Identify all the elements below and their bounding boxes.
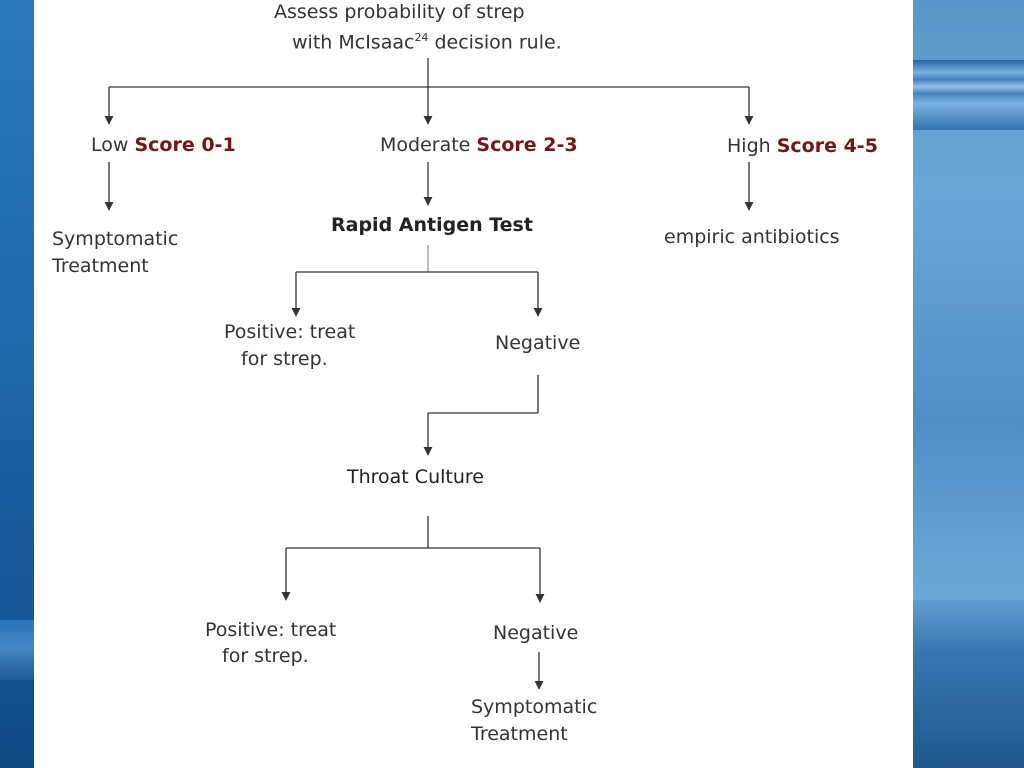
throat-culture: Throat Culture — [347, 466, 484, 488]
branch-low: Low Score 0-1 — [91, 133, 236, 157]
branch-moderate-score: Score 2-3 — [476, 134, 578, 156]
low-outcome-line2: Treatment — [52, 255, 149, 277]
branch-high-label: High — [727, 135, 777, 157]
high-outcome: empiric antibiotics — [664, 226, 840, 248]
slide-canvas — [34, 0, 913, 768]
culture-positive-line2: for strep. — [222, 645, 309, 667]
left-blue-frame — [0, 0, 34, 768]
rapid-negative: Negative — [495, 332, 581, 354]
branch-low-score: Score 0-1 — [134, 134, 236, 156]
right-blue-frame — [913, 0, 1024, 768]
root-line2-suffix: decision rule. — [428, 31, 562, 54]
root-node-line1: Assess probability of strep — [274, 0, 525, 24]
final-outcome-line2: Treatment — [471, 723, 568, 745]
rapid-positive-line1: Positive: treat — [224, 321, 356, 343]
rapid-antigen-test: Rapid Antigen Test — [331, 214, 533, 236]
branch-high-score: Score 4-5 — [776, 135, 878, 157]
root-line1-text: Assess probability of strep — [274, 1, 525, 23]
branch-moderate: Moderate Score 2-3 — [380, 133, 578, 157]
low-outcome-line1: Symptomatic — [52, 228, 179, 250]
root-line2-superscript: 24 — [414, 31, 429, 44]
root-node-line2: with McIsaac24 decision rule. — [292, 26, 562, 54]
final-outcome-line1: Symptomatic — [471, 696, 598, 718]
branch-low-label: Low — [91, 134, 135, 156]
branch-high: High Score 4-5 — [727, 134, 878, 158]
culture-negative: Negative — [493, 622, 579, 644]
culture-positive-line1: Positive: treat — [205, 619, 337, 641]
rapid-positive-line2: for strep. — [241, 348, 328, 370]
root-line2-prefix: with McIsaac — [292, 31, 415, 54]
branch-moderate-label: Moderate — [380, 134, 477, 156]
